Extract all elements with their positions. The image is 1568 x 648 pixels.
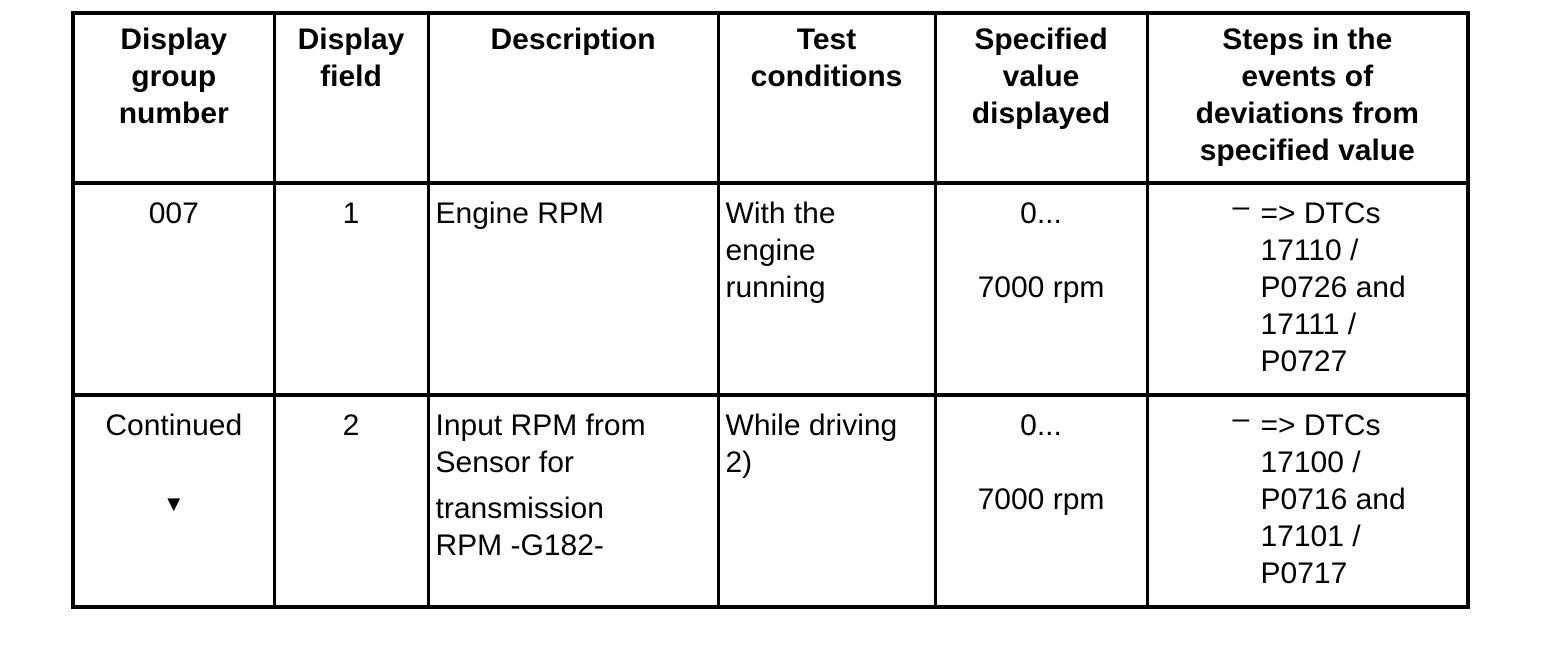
cell-display-group-number: 007 [71,181,276,397]
table-row-007: 007 1 Engine RPM With the engine running… [71,181,1470,397]
description-paragraph-2: transmission RPM -G182- [435,492,604,562]
continued-down-triangle-icon: ▼ [162,491,185,516]
col-header-display-field: Display field [272,11,430,185]
specified-value-text: 0... 7000 rpm [977,197,1105,304]
specified-value-text: 0... 7000 rpm [977,409,1105,516]
col-header-deviation-steps: Steps in the events of deviations from s… [1145,11,1470,185]
cell-specified-value: 0... 7000 rpm [933,181,1149,397]
cell-description: Input RPM from Sensor for transmission R… [426,393,720,609]
display-group-number-text: 007 [148,197,199,230]
measuring-value-blocks-table: Display group number Display field Descr… [71,11,1470,609]
cell-display-field: 1 [272,181,430,397]
cell-test-conditions: While driving 2) [716,393,937,609]
deviation-steps-item: – => DTCs 17110 / P0726 and 17111 / P072… [1155,190,1461,380]
cell-display-field: 2 [272,393,430,609]
display-field-text: 2 [342,409,360,442]
display-group-number-text: Continued [105,409,243,442]
cell-deviation-steps: – => DTCs 17110 / P0726 and 17111 / P072… [1145,181,1470,397]
test-conditions-text: While driving 2) [725,409,898,479]
cell-test-conditions: With the engine running [716,181,937,397]
deviation-steps-text: => DTCs 17100 / P0716 and 17101 / P0717 [1260,409,1406,590]
col-header-specified-value: Specified value displayed [933,11,1149,185]
test-conditions-text: With the engine running [725,197,836,304]
cell-specified-value: 0... 7000 rpm [933,393,1149,609]
col-header-description: Description [426,11,720,185]
table-header-row: Display group number Display field Descr… [71,11,1470,185]
cell-description: Engine RPM [426,181,720,397]
dash-list-marker: – [1232,190,1250,223]
deviation-steps-item: – => DTCs 17100 / P0716 and 17101 / P071… [1155,402,1461,592]
cell-display-group-number: Continued ▼ [71,393,276,609]
col-header-display-group-number: Display group number [71,11,276,185]
description-paragraph: Input RPM from Sensor for [435,409,646,479]
col-header-test-conditions: Test conditions [716,11,937,185]
display-field-text: 1 [342,197,360,230]
deviation-steps-text: => DTCs 17110 / P0726 and 17111 / P0727 [1260,197,1406,378]
cell-deviation-steps: – => DTCs 17100 / P0716 and 17101 / P071… [1145,393,1470,609]
table-row-continued: Continued ▼ 2 Input RPM from Sensor for … [71,393,1470,609]
dash-list-marker: – [1232,402,1250,435]
description-paragraph: Engine RPM [435,197,604,230]
